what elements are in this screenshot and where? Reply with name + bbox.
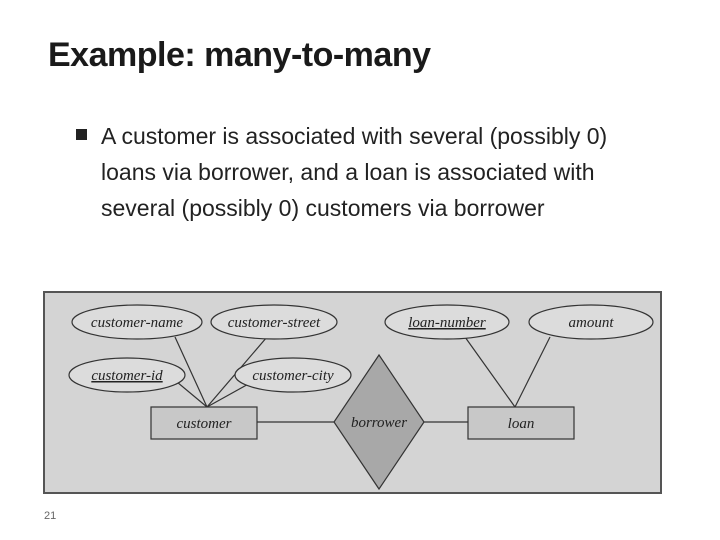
attr-customer-city-label: customer-city bbox=[252, 368, 334, 384]
attr-amount-label: amount bbox=[569, 315, 615, 331]
relationship-borrower-label: borrower bbox=[351, 415, 407, 431]
entity-customer: customer bbox=[150, 406, 258, 440]
entity-loan-label: loan bbox=[508, 416, 535, 432]
attr-customer-id-label: customer-id bbox=[91, 368, 163, 384]
slide-title: Example: many-to-many bbox=[48, 36, 431, 74]
entity-loan: loan bbox=[467, 406, 575, 440]
er-diagram: customer-name customer-street customer-i… bbox=[43, 291, 662, 494]
attr-customer-id: customer-id bbox=[68, 357, 186, 393]
bullet-text: A customer is associated with several (p… bbox=[101, 123, 608, 221]
page-number: 21 bbox=[44, 510, 57, 522]
relationship-borrower: borrower bbox=[333, 353, 425, 491]
er-diagram-canvas: customer-name customer-street customer-i… bbox=[68, 304, 654, 491]
attr-customer-street: customer-street bbox=[210, 304, 338, 340]
attr-customer-name-label: customer-name bbox=[91, 315, 184, 331]
attr-customer-street-label: customer-street bbox=[228, 315, 321, 331]
line-loan-number bbox=[464, 336, 516, 408]
line-customer-name bbox=[174, 336, 208, 408]
attr-amount: amount bbox=[528, 304, 654, 340]
entity-customer-label: customer bbox=[177, 416, 232, 432]
attr-loan-number: loan-number bbox=[384, 304, 510, 340]
bullet-square-icon bbox=[76, 129, 87, 140]
line-amount bbox=[514, 336, 551, 408]
attr-loan-number-label: loan-number bbox=[408, 315, 486, 331]
attr-customer-name: customer-name bbox=[71, 304, 203, 340]
attr-customer-city: customer-city bbox=[234, 357, 352, 393]
